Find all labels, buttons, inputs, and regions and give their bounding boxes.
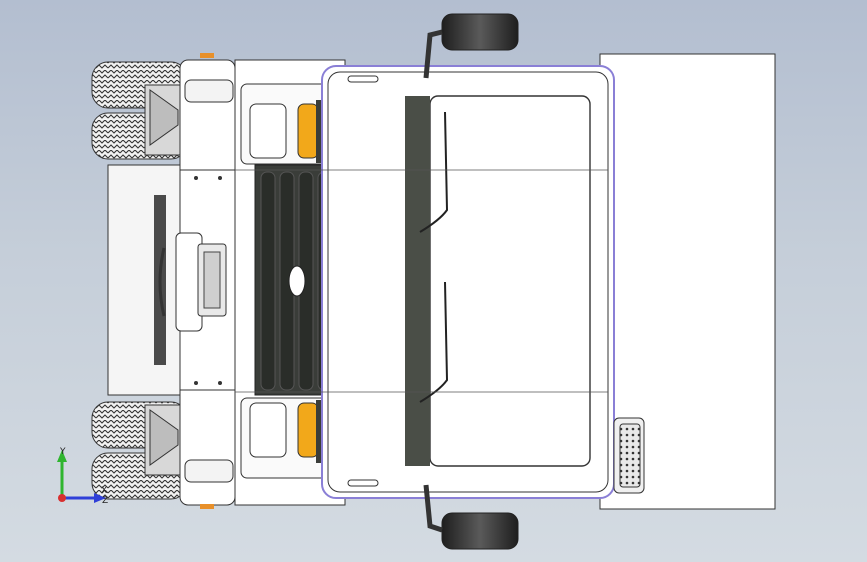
front-bumper: [158, 53, 236, 509]
truck-cab-roof: [235, 65, 615, 499]
triad-x-label: X: [101, 486, 107, 496]
step: [613, 417, 645, 494]
triad-z-label: Z: [102, 496, 108, 506]
mirror-left: [423, 13, 519, 79]
chassis-frame: [107, 164, 189, 396]
rear-wheel-bottom: [91, 401, 188, 500]
logo: [288, 265, 306, 297]
axis-triad: Y X Z: [57, 447, 108, 506]
mirror-right: [423, 484, 519, 550]
triad-y-label: Y: [59, 447, 66, 457]
rear-wheel-top: [91, 61, 188, 160]
